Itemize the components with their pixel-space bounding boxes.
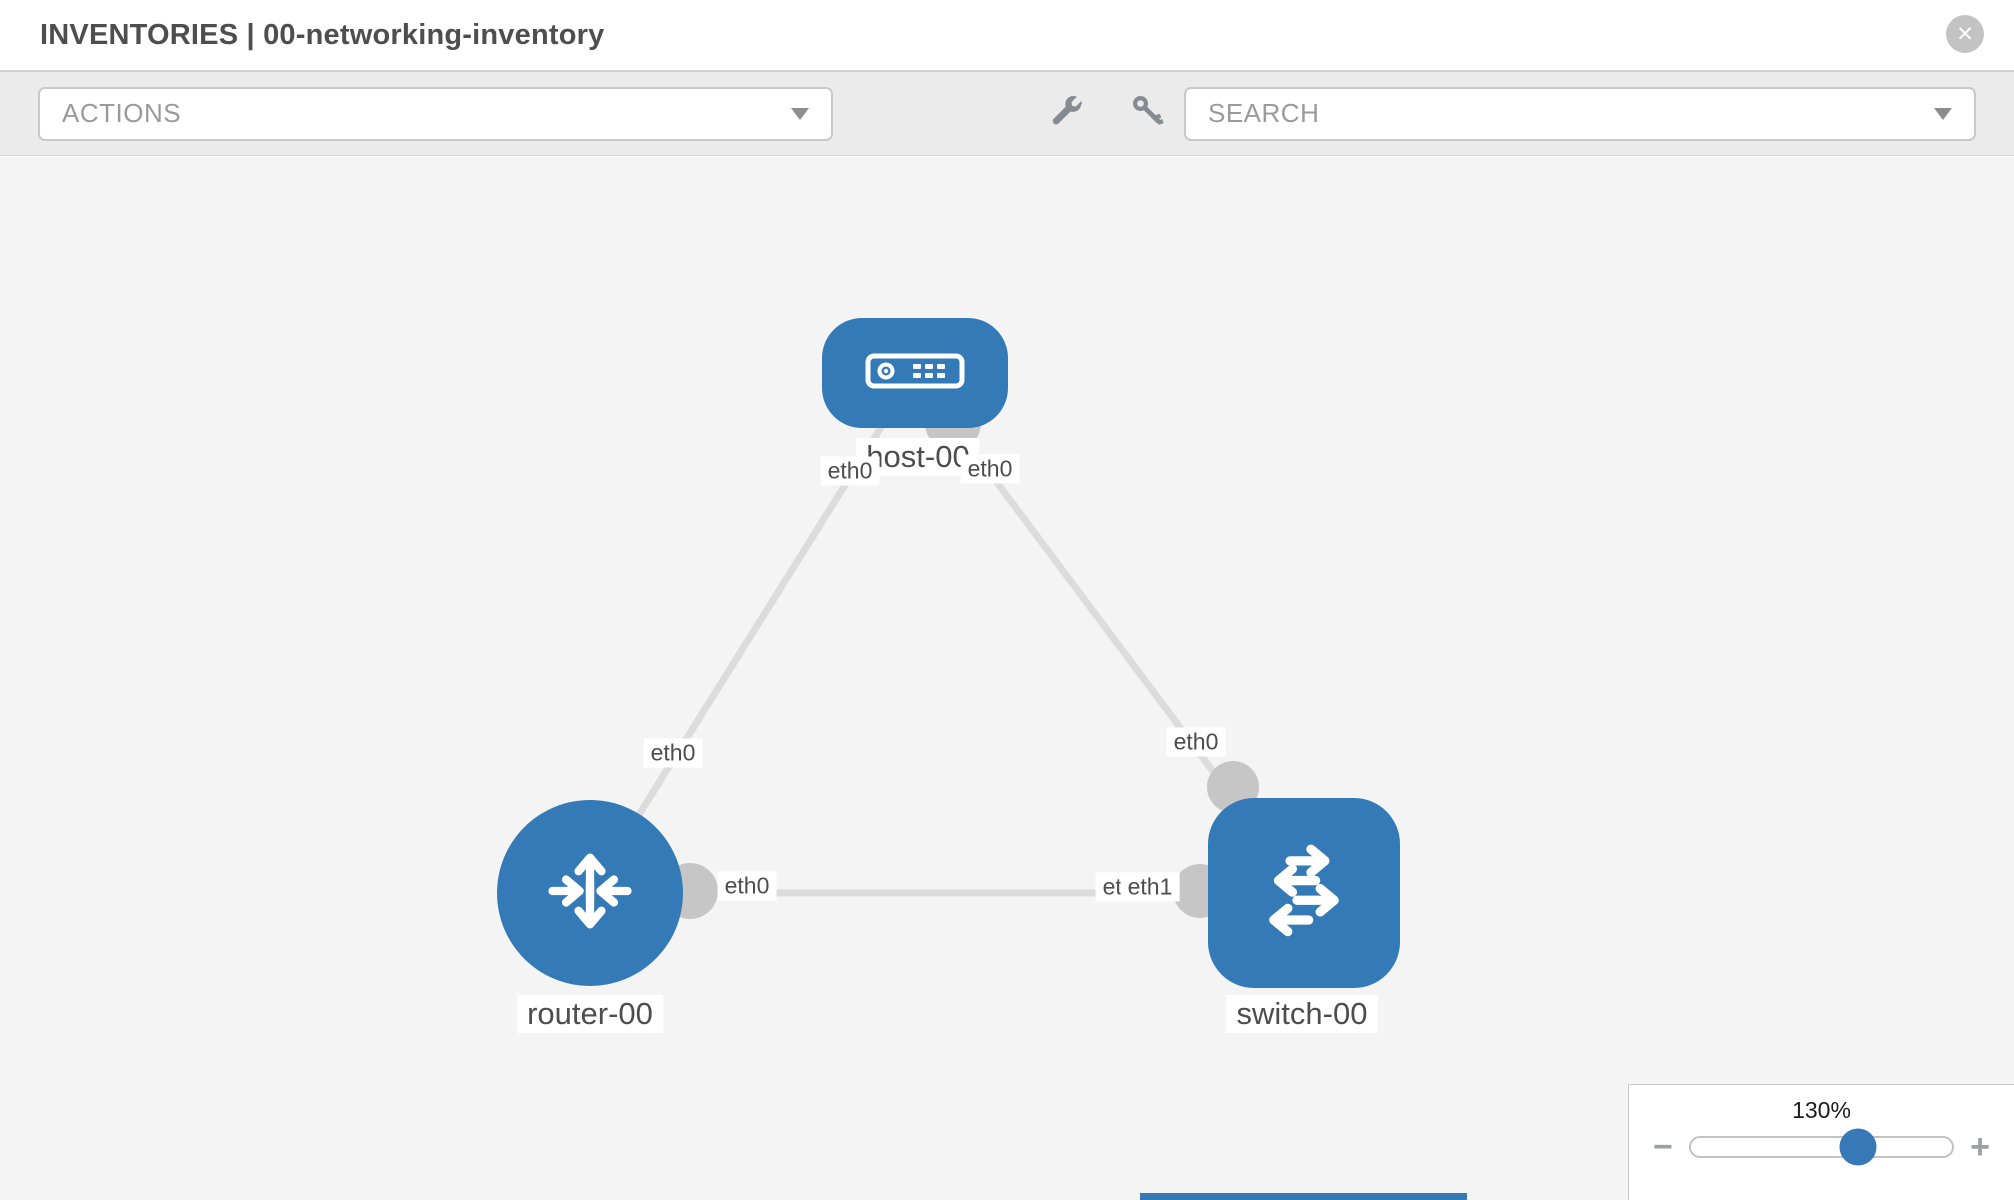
zoom-control-panel: 130% − + bbox=[1628, 1084, 2014, 1200]
node-router-00[interactable] bbox=[497, 800, 683, 986]
actions-dropdown-label: ACTIONS bbox=[62, 98, 182, 128]
topology-canvas[interactable]: host-00 router-00 switch-00 eth0 eth0 et… bbox=[0, 157, 2014, 1200]
router-icon bbox=[538, 839, 642, 948]
bottom-edge-bar bbox=[1140, 1193, 1467, 1200]
node-host-00[interactable] bbox=[822, 318, 1008, 428]
wrench-icon bbox=[1050, 93, 1086, 134]
switch-icon bbox=[1246, 833, 1362, 954]
node-switch-00[interactable] bbox=[1208, 798, 1400, 988]
zoom-slider-thumb[interactable] bbox=[1839, 1128, 1877, 1166]
actions-dropdown[interactable]: ACTIONS bbox=[38, 86, 833, 141]
key-icon bbox=[1130, 93, 1166, 134]
configure-button[interactable] bbox=[1048, 94, 1088, 134]
zoom-level-value: 130% bbox=[1792, 1097, 1851, 1123]
iface-label-host-right: eth0 bbox=[960, 454, 1020, 484]
iface-label-link-router-side: eth0 bbox=[717, 871, 777, 901]
zoom-out-button[interactable]: − bbox=[1653, 1128, 1673, 1166]
header: INVENTORIES | 00-networking-inventory ✕ bbox=[0, 0, 2014, 72]
iface-label-host-left: eth0 bbox=[820, 456, 880, 486]
caret-down-icon bbox=[1934, 107, 1952, 120]
close-icon: ✕ bbox=[1956, 22, 1974, 46]
node-label-switch: switch-00 bbox=[1226, 995, 1378, 1033]
search-dropdown[interactable]: SEARCH bbox=[1184, 86, 1976, 141]
zoom-in-button[interactable]: + bbox=[1970, 1128, 1990, 1166]
tool-icons bbox=[1048, 94, 1168, 134]
iface-label-link-switch-side: eth1 bbox=[1120, 872, 1180, 902]
iface-label-router-top: eth0 bbox=[643, 738, 703, 768]
host-icon bbox=[865, 352, 965, 395]
search-dropdown-label: SEARCH bbox=[1208, 98, 1320, 128]
caret-down-icon bbox=[791, 107, 809, 120]
node-label-router: router-00 bbox=[517, 995, 663, 1033]
toolbar: ACTIONS bbox=[0, 72, 2014, 156]
page-title: INVENTORIES | 00-networking-inventory bbox=[40, 19, 605, 51]
topology-links bbox=[587, 370, 1307, 897]
iface-label-switch-top: eth0 bbox=[1166, 727, 1226, 757]
close-button[interactable]: ✕ bbox=[1946, 15, 1984, 53]
zoom-slider-track[interactable] bbox=[1688, 1128, 1955, 1166]
credentials-button[interactable] bbox=[1128, 94, 1168, 134]
